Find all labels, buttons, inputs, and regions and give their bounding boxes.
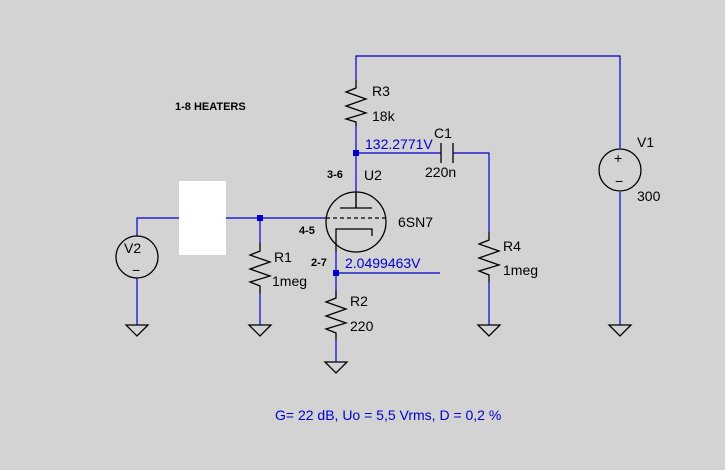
resistor-r1-name: R1 — [274, 249, 292, 265]
voltage-source-v2-body — [115, 235, 159, 279]
plate-voltage-label: 132.2771V — [365, 136, 433, 152]
capacitor-c1-name: C1 — [434, 125, 452, 141]
resistor-r4-body — [477, 232, 502, 282]
capacitor-c1: C1 220n — [425, 125, 456, 180]
wire-c1-r4 — [453, 152, 490, 232]
triode-u2-cathode — [335, 228, 373, 252]
resistor-r4: R4 1meg — [477, 232, 538, 282]
voltage-source-v1-name: V1 — [637, 134, 654, 150]
resistor-r3-name: R3 — [372, 83, 390, 99]
voltage-source-v1-plus: + — [614, 150, 622, 166]
plate-node-dot — [353, 150, 359, 156]
capacitor-c1-value: 220n — [425, 164, 456, 180]
resistor-r1-body — [248, 243, 273, 293]
voltage-source-v1-minus: − — [615, 173, 623, 189]
voltage-source-v2-minus: − — [132, 262, 140, 278]
resistor-r3-body — [343, 80, 369, 126]
triode-u2-pin-grid: 4-5 — [299, 225, 315, 237]
wire-v2-grid — [136, 217, 326, 236]
triode-u2-pin-plate: 3-6 — [327, 169, 343, 181]
triode-u2: 3-6 U2 6SN7 4-5 2-7 — [299, 167, 433, 269]
resistor-r1-value: 1meg — [272, 273, 307, 289]
cathode-node-dot — [333, 270, 339, 276]
resistor-r3-value: 18k — [372, 108, 396, 124]
ground-v1-icon — [607, 324, 633, 337]
resistor-r3: R3 18k — [343, 80, 396, 126]
voltage-source-v2: V2 − — [115, 235, 159, 279]
voltage-source-v1-body — [598, 148, 642, 192]
resistor-r2: R2 220 — [324, 290, 374, 340]
result-note: G= 22 dB, Uo = 5,5 Vrms, D = 0,2 % — [275, 407, 501, 423]
ground-r4-icon — [476, 324, 502, 337]
resistor-r1: R1 1meg — [248, 243, 307, 293]
resistor-r2-value: 220 — [350, 318, 374, 334]
triode-u2-name: U2 — [364, 167, 382, 183]
resistor-r4-name: R4 — [503, 238, 521, 254]
grid-node-dot — [257, 215, 263, 221]
ground-symbols — [124, 324, 633, 374]
triode-u2-value: 6SN7 — [398, 214, 433, 230]
wire-top-rail — [355, 55, 621, 148]
wires — [136, 55, 621, 362]
ground-v2-icon — [124, 324, 150, 337]
resistor-r4-value: 1meg — [503, 262, 538, 278]
cathode-voltage-label: 2.0499463V — [345, 255, 421, 271]
resistor-r2-name: R2 — [350, 293, 368, 309]
ground-r1-icon — [247, 324, 273, 337]
triode-u2-pin-cathode: 2-7 — [311, 257, 327, 269]
ground-r2-icon — [323, 361, 349, 374]
voltage-source-v2-name: V2 — [124, 240, 141, 256]
voltage-source-v1-value: 300 — [637, 188, 661, 204]
label-mask-rectangle — [179, 181, 226, 255]
voltage-source-v1: + − V1 300 — [598, 134, 661, 204]
heaters-note: 1-8 HEATERS — [175, 101, 246, 113]
resistor-r2-body — [324, 290, 349, 340]
